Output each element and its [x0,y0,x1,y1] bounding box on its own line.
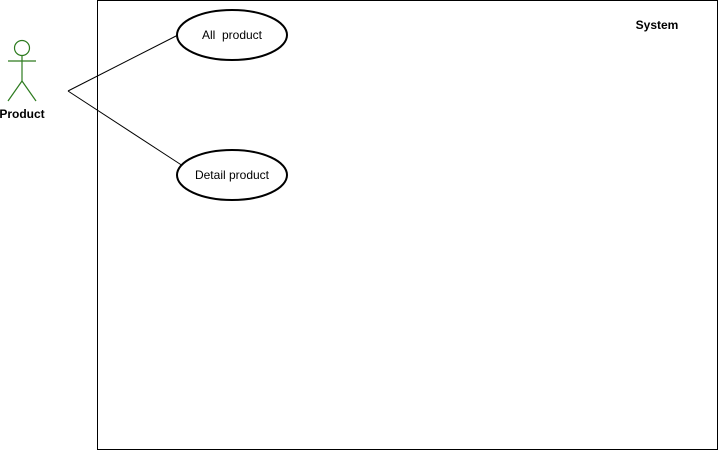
association-all-product [67,34,179,92]
use-case-detail-product-label: Detail product [195,168,270,182]
actor-label: Product [0,107,45,121]
use-case-all-product-ellipse [176,9,288,61]
actor-left-leg [7,80,23,102]
use-case-detail-product-ellipse [176,149,288,201]
system-boundary: System [97,0,718,450]
actor-product[interactable]: Product [0,39,45,122]
associations [67,34,184,167]
use-case-all-product-label: All product [202,28,263,42]
actor-head [13,39,31,57]
actor-right-leg [21,80,37,102]
use-case-all-product[interactable]: All product [176,9,288,61]
system-boundary-box [97,0,718,450]
association-detail-product [67,90,184,167]
use-case-detail-product[interactable]: Detail product [176,149,288,201]
system-label: System [636,18,679,32]
actor-stick-figure-icon [7,39,37,102]
